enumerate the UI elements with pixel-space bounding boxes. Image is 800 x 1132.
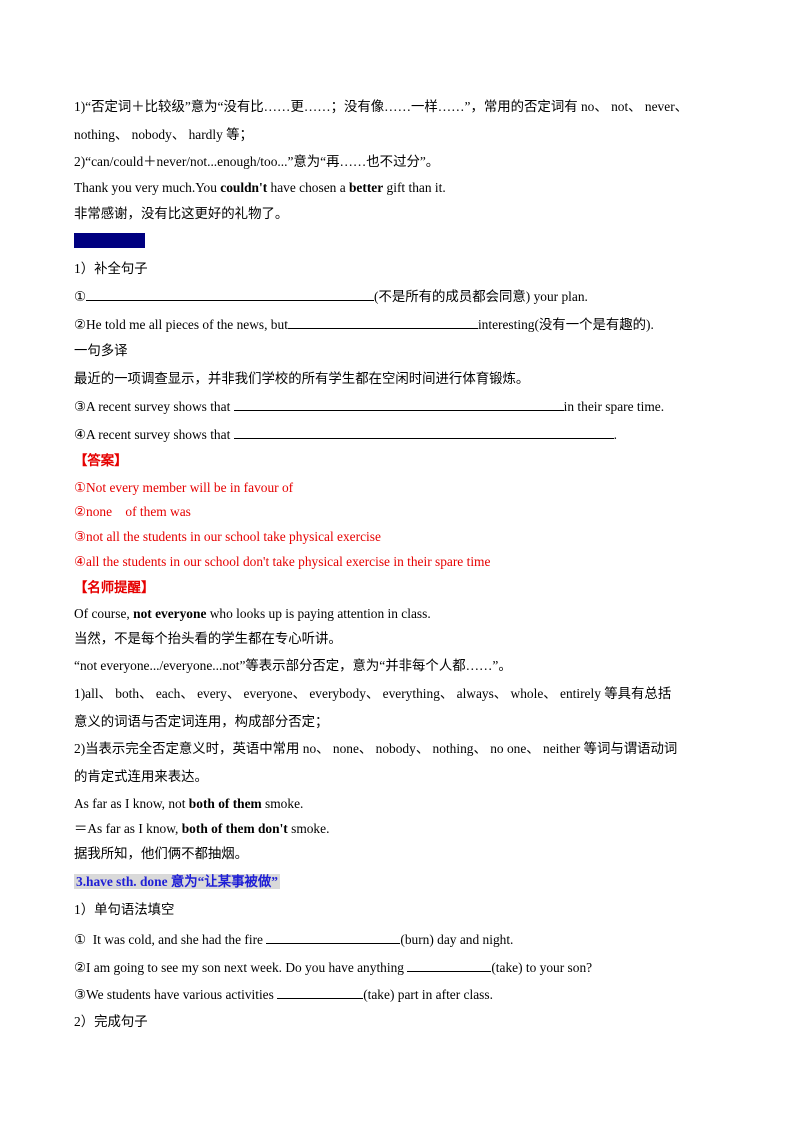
answer-blank[interactable] <box>287 315 478 329</box>
tip-example-2: As far as I know, not both of them smoke… <box>74 796 304 811</box>
exercise-item-1: ①(不是所有的成员都会同意) your plan. <box>74 287 588 304</box>
section-2-heading: 2. 部分否定 <box>74 233 145 248</box>
tip-rule-intro: “not everyone.../everyone...not”等表示部分否定，… <box>74 658 512 673</box>
tip-rule-1-continued: 意义的词语与否定词连用，构成部分否定； <box>74 714 329 729</box>
answer-4: ④all the students in our school don't ta… <box>74 554 491 569</box>
answer-blank[interactable] <box>407 958 492 972</box>
answer-blank[interactable] <box>233 425 614 439</box>
tip-rule-2: 2)当表示完全否定意义时，英语中常用 no、 none、 nobody、 not… <box>74 741 678 756</box>
grammar-item-3: ③We students have various activities (ta… <box>74 985 493 1002</box>
answer-1: ①Not every member will be in favour of <box>74 480 294 495</box>
grammar-item-2: ②I am going to see my son next week. Do … <box>74 958 593 975</box>
answer-2: ②none of them was <box>74 504 191 519</box>
exercise-1-title: 1）补全句子 <box>74 261 148 276</box>
answer-heading: 【答案】 <box>74 453 128 468</box>
rule-1-continued: nothing、 nobody、 hardly 等； <box>74 127 253 142</box>
answer-blank[interactable] <box>277 985 364 999</box>
exercise-3-title: 1）单句语法填空 <box>74 902 175 917</box>
exercise-item-4: ④A recent survey shows that . <box>74 425 618 442</box>
tip-rule-1: 1)all、 both、 each、 every、 everyone、 ever… <box>74 686 672 701</box>
example-sentence: Thank you very much.You couldn't have ch… <box>74 180 446 195</box>
answer-3: ③not all the students in our school take… <box>74 529 381 544</box>
tip-example: Of course, not everyone who looks up is … <box>74 606 431 621</box>
tip-rule-2-continued: 的肯定式连用来表达。 <box>74 769 208 784</box>
rule-2-line: 2)“can/could＋never/not...enough/too...”意… <box>74 154 440 169</box>
tip-example-2-translation: 据我所知，他们俩不都抽烟。 <box>74 846 249 861</box>
exercise-item-3: ③A recent survey shows that in their spa… <box>74 397 665 414</box>
multi-translation-label: 一句多译 <box>74 343 128 358</box>
answer-blank[interactable] <box>86 287 375 301</box>
translation-source: 最近的一项调查显示，并非我们学校的所有学生都在空闲时间进行体育锻炼。 <box>74 371 530 386</box>
section-3-heading: 3.have sth. done 意为“让某事被做” <box>74 874 280 889</box>
tip-example-translation: 当然，不是每个抬头看的学生都在专心听讲。 <box>74 631 342 646</box>
tip-heading: 【名师提醒】 <box>74 580 155 595</box>
grammar-item-1: ① It was cold, and she had the fire (bur… <box>74 930 514 947</box>
answer-blank[interactable] <box>266 930 401 944</box>
rule-1-line: 1)“否定词＋比较级”意为“没有比……更……；没有像……一样……”，常用的否定词… <box>74 99 689 114</box>
example-translation: 非常感谢，没有比这更好的礼物了。 <box>74 206 289 221</box>
answer-blank[interactable] <box>233 397 564 411</box>
exercise-4-title: 2）完成句子 <box>74 1014 148 1029</box>
tip-example-2-alt: ＝As far as I know, both of them don't sm… <box>74 821 330 836</box>
